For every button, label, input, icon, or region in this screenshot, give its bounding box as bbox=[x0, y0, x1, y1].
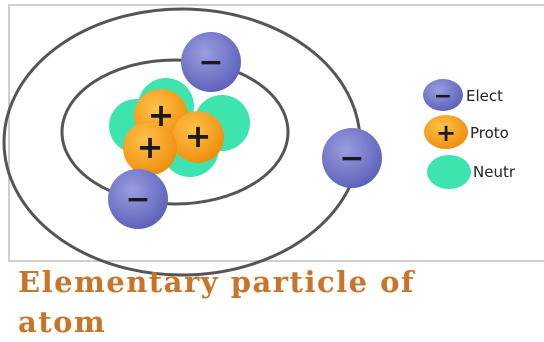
legend-item-electron: − Elect bbox=[423, 79, 503, 111]
atom-diagram: + + + − − − − Elect + Proto Neutr bbox=[2, 7, 516, 277]
minus-icon: − bbox=[339, 141, 364, 176]
legend-label-electron: Elect bbox=[466, 87, 503, 105]
proton-swatch bbox=[424, 115, 468, 149]
proton bbox=[172, 111, 224, 163]
proton bbox=[123, 121, 177, 175]
plus-icon: + bbox=[185, 117, 212, 155]
legend-item-neutron: Neutr bbox=[427, 155, 516, 189]
minus-icon: − bbox=[125, 182, 150, 217]
inner-orbit bbox=[60, 58, 290, 206]
minus-icon: − bbox=[198, 45, 223, 80]
neutron-swatch bbox=[427, 155, 471, 189]
diagram-caption: Elementary particle of atom bbox=[18, 265, 416, 339]
electron-swatch bbox=[423, 79, 463, 111]
electron bbox=[108, 169, 168, 229]
minus-icon: − bbox=[434, 84, 452, 109]
electron bbox=[322, 128, 382, 188]
legend: − Elect + Proto Neutr bbox=[423, 79, 516, 189]
plus-icon: + bbox=[148, 96, 175, 134]
plus-icon: + bbox=[436, 119, 456, 147]
legend-label-neutron: Neutr bbox=[473, 163, 516, 181]
legend-item-proton: + Proto bbox=[424, 115, 509, 149]
legend-label-proton: Proto bbox=[470, 124, 509, 142]
plus-icon: + bbox=[137, 128, 164, 166]
electron bbox=[181, 32, 241, 92]
